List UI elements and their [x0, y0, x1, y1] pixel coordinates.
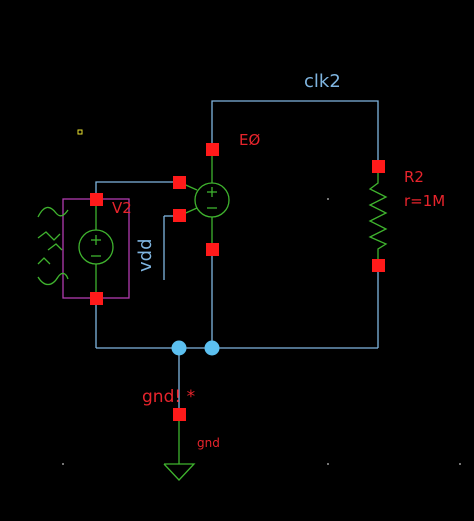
device-label-e0[interactable]: EØ — [239, 131, 261, 149]
sine-wave-icon — [37, 206, 69, 286]
net-label-vdd[interactable]: vdd — [135, 238, 156, 272]
wire-vdd[interactable] — [95, 181, 179, 199]
origin-marker — [77, 129, 83, 135]
pin-e0-minus[interactable] — [206, 243, 219, 256]
pin-r2-top[interactable] — [372, 160, 385, 173]
ground-icon[interactable] — [163, 414, 196, 481]
wire-clk2[interactable] — [211, 100, 379, 166]
junctions[interactable] — [171, 340, 220, 356]
device-label-r2[interactable]: R2 — [404, 168, 424, 186]
pin-e0-ctrl-plus[interactable] — [173, 176, 186, 189]
controlled-source-icon[interactable] — [178, 150, 230, 249]
pin-r2-bottom[interactable] — [372, 259, 385, 272]
pin-e0-ctrl-minus[interactable] — [173, 209, 186, 222]
device-param-r2[interactable]: r=1M — [404, 192, 446, 210]
pin-v2-plus[interactable] — [90, 193, 103, 206]
junction-gnd-right[interactable] — [204, 340, 220, 356]
voltage-source-icon[interactable] — [78, 199, 114, 298]
net-label-gnd-global[interactable]: gnd! * — [142, 387, 196, 407]
net-label-gnd[interactable]: gnd — [197, 436, 220, 450]
net-label-clk2[interactable]: clk2 — [304, 71, 341, 92]
pin-gnd[interactable] — [173, 408, 186, 421]
pin-e0-plus[interactable] — [206, 143, 219, 156]
resistor-icon[interactable] — [368, 166, 388, 266]
pin-v2-minus[interactable] — [90, 292, 103, 305]
junction-gnd-left[interactable] — [171, 340, 187, 356]
device-label-v2[interactable]: V2 — [112, 199, 132, 217]
pins[interactable] — [90, 143, 385, 421]
grid-dots — [62, 198, 461, 465]
